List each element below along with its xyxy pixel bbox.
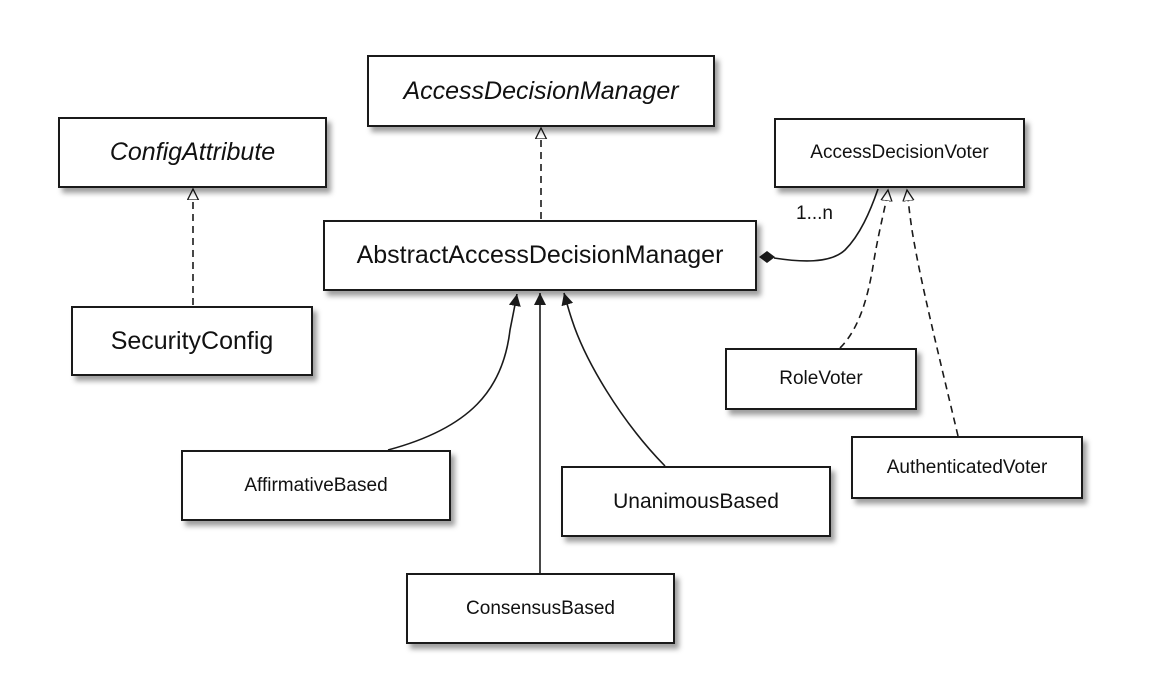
class-label: ConfigAttribute	[109, 138, 276, 166]
class-authenticated-voter: AuthenticatedVoter	[851, 436, 1083, 499]
class-label: AuthenticatedVoter	[886, 456, 1048, 478]
class-security-config: SecurityConfig	[71, 306, 313, 376]
class-label: AccessDecisionVoter	[810, 142, 989, 163]
class-affirmative-based: AffirmativeBased	[181, 450, 451, 521]
class-config-attribute: ConfigAttribute	[58, 117, 327, 188]
class-label: SecurityConfig	[110, 326, 274, 355]
class-label: AbstractAccessDecisionManager	[356, 241, 724, 269]
class-label: ConsensusBased	[466, 597, 615, 619]
multiplicity-label: 1...n	[796, 203, 833, 224]
realization-rv-to-adv	[839, 190, 888, 349]
composition-diamond	[759, 251, 775, 263]
class-role-voter: RoleVoter	[725, 348, 917, 410]
generalization-ub-to-aadm	[561, 292, 666, 467]
class-label: RoleVoter	[779, 368, 863, 389]
composition-aadm-adv	[773, 188, 879, 262]
generalization-ab-to-aadm	[387, 293, 521, 451]
class-access-decision-manager: AccessDecisionManager	[367, 55, 715, 127]
class-label: UnanimousBased	[613, 489, 779, 513]
class-label: AffirmativeBased	[244, 474, 388, 496]
realization-av-to-adv	[907, 190, 959, 437]
class-unanimous-based: UnanimousBased	[561, 466, 831, 537]
class-abstract-access-decision-manager: AbstractAccessDecisionManager	[323, 220, 757, 291]
class-access-decision-voter: AccessDecisionVoter	[774, 118, 1025, 188]
class-consensus-based: ConsensusBased	[406, 573, 675, 644]
class-label: AccessDecisionManager	[403, 76, 679, 105]
